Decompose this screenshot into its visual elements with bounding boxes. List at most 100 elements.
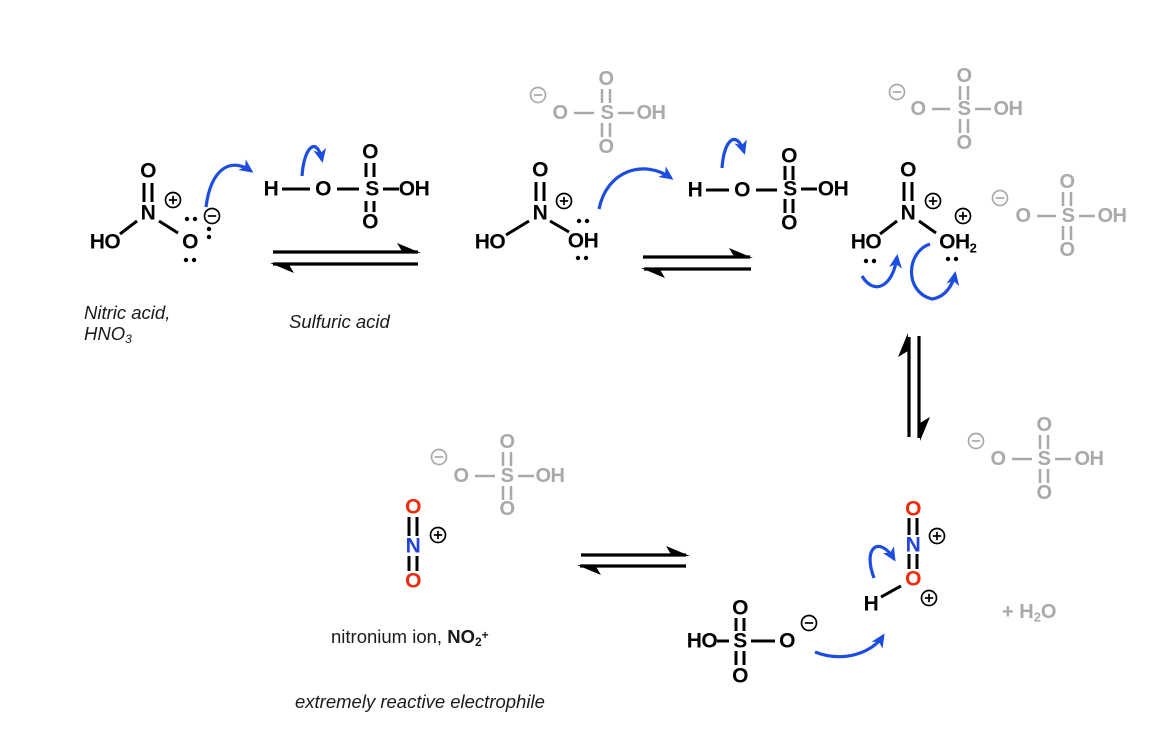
bisulfate-bonds-active xyxy=(717,618,775,665)
atom-OH: OH xyxy=(567,229,599,253)
plus-charge-icon xyxy=(924,192,942,210)
atom-S: S xyxy=(500,465,514,487)
equilibrium-harpoons-3 xyxy=(577,546,690,575)
nitric-acid-label: Nitric acid, HNO3 xyxy=(84,302,170,350)
minus-charge-icon xyxy=(529,86,547,104)
minus-charge-icon xyxy=(203,207,221,225)
atom-HO: HO xyxy=(686,629,718,653)
diprotonated-nitric-acid-lone-pairs xyxy=(863,256,959,264)
nitronium-caption-text: nitronium ion, xyxy=(331,626,448,648)
atom-O: O xyxy=(140,159,156,183)
atom-OH: OH xyxy=(535,465,566,487)
curved-arrow-HO-bond-to-O xyxy=(720,138,747,169)
curved-arrow-bisulfate-to-H xyxy=(814,633,885,659)
atom-N: N xyxy=(140,201,156,225)
atom-OH: OH xyxy=(398,177,430,201)
nitric-acid-lone-pairs xyxy=(183,216,212,263)
atom-H: H xyxy=(863,592,879,616)
atom-O: O xyxy=(956,65,972,87)
nitronium-bonds xyxy=(407,517,419,571)
protonated-nitronium-bonds xyxy=(880,518,919,599)
equilibrium-harpoons-2 xyxy=(641,248,753,278)
plus-charge-icon xyxy=(920,589,938,607)
minus-charge-icon xyxy=(800,614,818,632)
atom-OH2: OH2 xyxy=(939,230,977,256)
atom-HO: HO xyxy=(850,230,882,254)
curved-arrow-OH-bond-to-N xyxy=(868,544,896,579)
atom-O: O xyxy=(405,569,421,593)
atom-O: O xyxy=(598,68,614,90)
bisulfate-spectator-bonds-1 xyxy=(574,89,634,137)
subscript-2: 2 xyxy=(474,635,482,650)
atom-HO: HO xyxy=(89,230,121,254)
nitric-acid-bonds xyxy=(119,183,179,236)
sulfuric-acid-bonds-2 xyxy=(706,166,817,213)
atom-O: O xyxy=(499,431,515,453)
nitronium-formula: NO2+ xyxy=(447,626,489,650)
atom-O: O xyxy=(905,497,921,521)
atom-O: O xyxy=(453,465,469,487)
atom-O: O xyxy=(990,448,1006,470)
bisulfate-spectator-bonds-3 xyxy=(1037,192,1095,240)
atom-OH: OH xyxy=(636,102,667,124)
nitronium-caption: nitronium ion, NO2+ xyxy=(331,625,489,653)
atom-O: O xyxy=(598,136,614,158)
atom-O: O xyxy=(499,498,515,520)
curved-arrow-N-OH2-bond-to-O xyxy=(909,242,960,301)
atom-H: H xyxy=(687,178,703,202)
atom-O: O xyxy=(1059,171,1075,193)
curved-arrow-HO-lone-pair-to-N xyxy=(860,254,902,289)
atom-OH: OH xyxy=(993,98,1024,120)
diprotonated-nitric-acid-bonds xyxy=(879,182,937,236)
atom-N: N xyxy=(532,201,548,225)
atom-HO: HO xyxy=(474,230,506,254)
atom-O: O xyxy=(1059,239,1075,261)
bisulfate-spectator-bonds-5 xyxy=(475,452,534,500)
atom-O: O xyxy=(905,567,921,591)
nitric-acid-formula: HNO3 xyxy=(84,323,132,346)
atom-S: S xyxy=(783,177,797,201)
plus-charge-icon xyxy=(164,191,182,209)
subscript-2: 2 xyxy=(969,240,977,256)
atom-O: O xyxy=(781,144,797,168)
curved-arrow-O-to-H xyxy=(204,159,254,208)
curved-arrow-HO-bond-to-O xyxy=(300,145,327,177)
atom-H: H xyxy=(263,177,279,201)
atom-O: O xyxy=(779,629,795,653)
minus-charge-icon xyxy=(888,83,906,101)
atom-O: O xyxy=(362,140,378,164)
equilibrium-harpoons-1 xyxy=(270,243,421,273)
atom-O: O xyxy=(900,158,916,182)
atom-O: O xyxy=(362,210,378,234)
bisulfate-spectator-bonds-2 xyxy=(932,86,991,133)
equilibrium-harpoons-vertical xyxy=(898,333,930,441)
plus-charge-icon xyxy=(429,526,447,544)
atom-N: N xyxy=(405,534,421,558)
atom-O: O xyxy=(956,132,972,154)
minus-charge-icon xyxy=(967,432,985,450)
protonated-nitric-acid-lone-pairs xyxy=(575,218,590,261)
atom-O: O xyxy=(532,158,548,182)
atom-O: O xyxy=(734,178,750,202)
curved-arrow-O-to-H xyxy=(597,166,674,210)
atom-S: S xyxy=(1061,205,1075,227)
atom-O: O xyxy=(732,596,748,620)
minus-charge-icon xyxy=(991,189,1009,207)
atom-N: N xyxy=(900,201,916,225)
atom-O: O xyxy=(315,177,331,201)
atom-O: O xyxy=(1036,414,1052,436)
atom-S: S xyxy=(1037,448,1051,470)
atom-O: O xyxy=(552,102,568,124)
electrophile-note: extremely reactive electrophile xyxy=(295,691,545,712)
plus-charge-icon xyxy=(954,207,972,225)
subscript-2: 2 xyxy=(1033,609,1041,625)
atom-O: O xyxy=(1036,482,1052,504)
subscript-3: 3 xyxy=(125,332,132,346)
atom-OH: OH xyxy=(1074,448,1105,470)
atom-S: S xyxy=(600,102,614,124)
atom-O: O xyxy=(405,495,421,519)
minus-charge-icon xyxy=(430,448,448,466)
atom-N: N xyxy=(905,533,921,557)
